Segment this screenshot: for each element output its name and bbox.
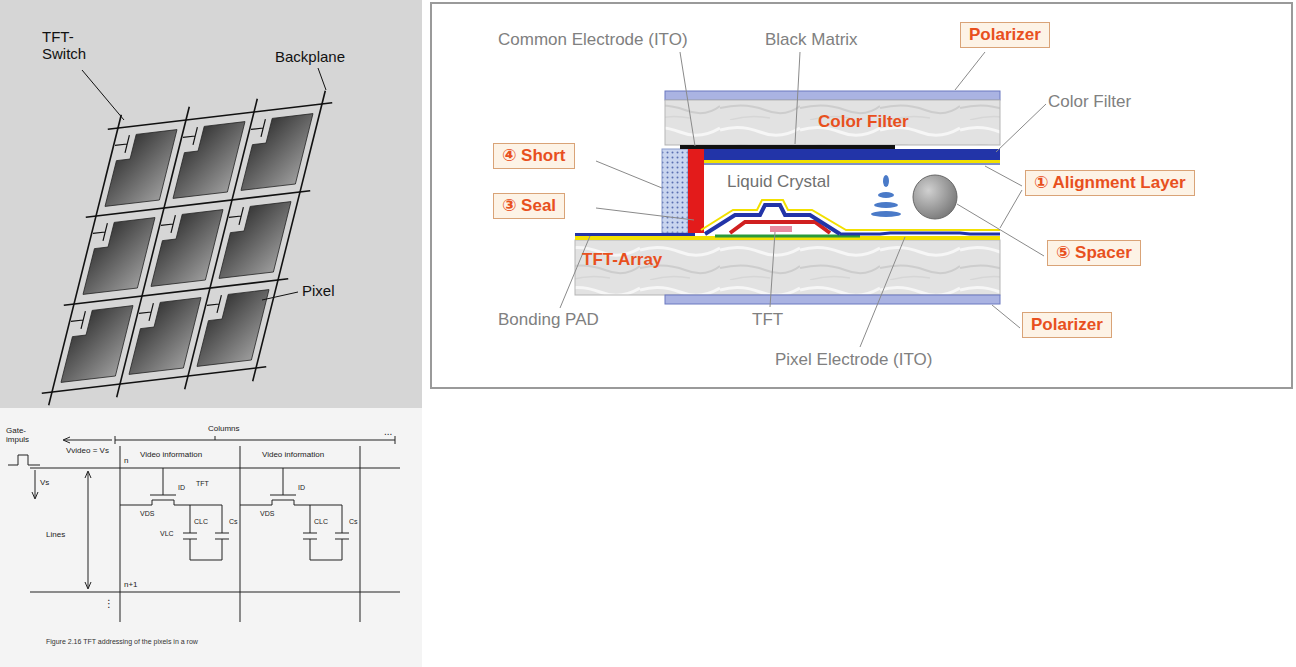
part-label: Backplane	[275, 48, 345, 65]
row-index: n	[124, 456, 128, 465]
component-name: Cs	[349, 518, 358, 526]
backplane-grid	[38, 90, 335, 407]
signal-name: Lines	[46, 530, 65, 539]
callout-box: Polarizer	[960, 22, 1050, 48]
component-name: Cs	[229, 518, 238, 526]
scan-ground	[0, 0, 422, 408]
signal-name: Columns	[208, 424, 240, 433]
component-name: TFT	[196, 480, 209, 488]
callout-text: ③ Seal	[502, 196, 556, 216]
panel-frame	[431, 3, 1292, 388]
signal-name: ID	[178, 484, 185, 492]
layer-label: TFT-Array	[582, 250, 662, 270]
part-label: Liquid Crystal	[727, 172, 830, 192]
part-label: Pixel	[302, 282, 335, 299]
signal-name: Vvideo = Vs	[66, 446, 109, 455]
ellipsis: ...	[384, 426, 392, 438]
callout-text: Polarizer	[1031, 315, 1103, 335]
callout-box: ④ Short	[493, 143, 575, 169]
callout-text: ① Alignment Layer	[1034, 173, 1186, 193]
scan-ground	[0, 408, 422, 667]
part-label: Color Filter	[1048, 92, 1131, 112]
part-label: TFT	[752, 310, 783, 330]
callout-text: ⑤ Spacer	[1056, 243, 1132, 263]
signal-name: Vs	[40, 478, 49, 487]
signal-name: Video information	[262, 450, 324, 459]
callout-box: ① Alignment Layer	[1025, 170, 1195, 196]
component-name: CLC	[314, 518, 328, 526]
callout-box: ⑤ Spacer	[1047, 240, 1141, 266]
leader-lines	[82, 68, 326, 300]
part-label: Black Matrix	[765, 30, 858, 50]
leader-lines	[560, 52, 1046, 347]
row-index: n+1	[124, 580, 138, 589]
signal-name: VDS	[260, 510, 274, 518]
component-name: CLC	[194, 518, 208, 526]
part-label: Bonding PAD	[498, 310, 599, 330]
callout-text: Polarizer	[969, 25, 1041, 45]
tft-schematic	[8, 436, 400, 622]
part-label: Common Electrode (ITO)	[498, 30, 688, 50]
signal-name: Video information	[140, 450, 202, 459]
part-label: Pixel Electrode (ITO)	[775, 350, 932, 370]
callout-text: ④ Short	[502, 146, 566, 166]
callout-box: ③ Seal	[493, 193, 565, 219]
signal-name: Gate-impuls	[6, 426, 36, 444]
callout-box: Polarizer	[1022, 312, 1112, 338]
layer-label: Color Filter	[818, 112, 909, 132]
signal-name: ID	[298, 484, 305, 492]
lcd-cross-section	[575, 91, 1000, 304]
signal-name: VDS	[140, 510, 154, 518]
part-label: TFT-Switch	[42, 28, 104, 63]
ellipsis: ⋮	[104, 598, 114, 610]
signal-name: VLC	[160, 530, 174, 538]
figure-caption: Figure 2.16 TFT addressing of the pixels…	[46, 638, 198, 646]
